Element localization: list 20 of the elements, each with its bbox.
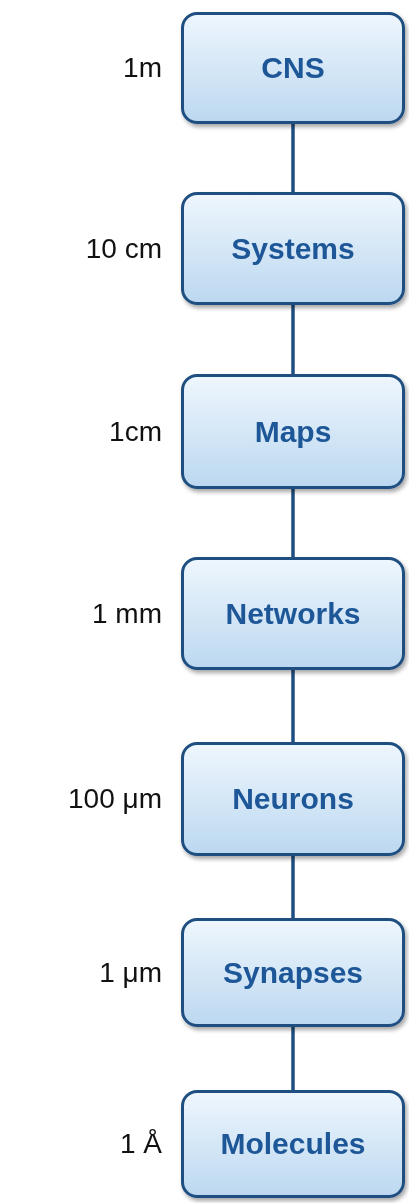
level-label: Synapses (222, 955, 364, 990)
level-label: Systems (231, 231, 355, 266)
level-label: Networks (225, 596, 361, 631)
scale-label: 10 cm (84, 232, 162, 265)
scale-label: 1cm (108, 415, 162, 448)
connector-line (291, 305, 295, 374)
scale-label: 1 μm (98, 956, 162, 989)
connector-line (291, 670, 295, 742)
scale-label: 100 μm (67, 783, 162, 815)
level-label: Maps (254, 414, 332, 449)
scale-label: 1 mm (91, 597, 162, 630)
connector-line (291, 489, 295, 557)
scale-label: 1m (122, 52, 162, 84)
level-label: Neurons (232, 782, 354, 816)
connector-line (291, 124, 295, 192)
level-label: Molecules (220, 1127, 366, 1161)
connector-line (291, 856, 295, 918)
connector-line (291, 1027, 295, 1090)
scale-label: 1 Å (118, 1128, 162, 1160)
level-label: CNS (261, 51, 325, 85)
